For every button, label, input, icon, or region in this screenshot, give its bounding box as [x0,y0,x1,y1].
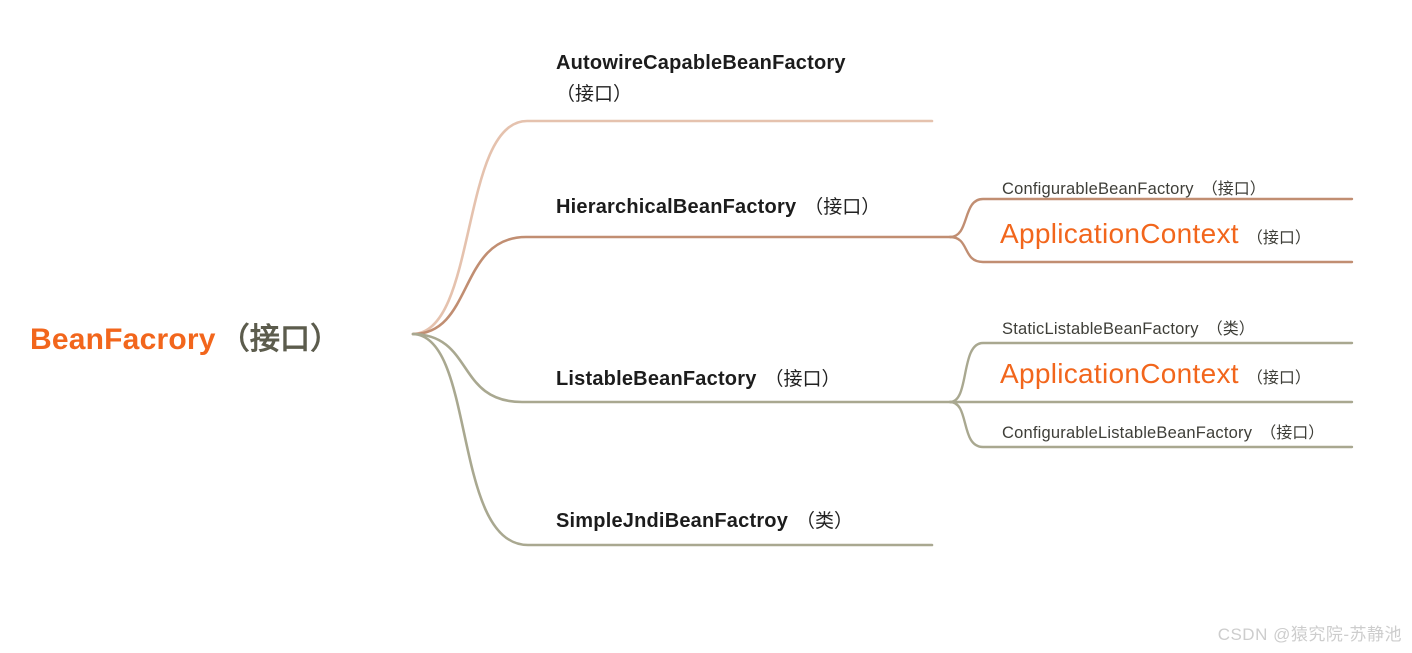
node-autowire-capable-bean-factory: AutowireCapableBeanFactory （接口） [556,52,846,106]
node-application-context-1: ApplicationContext （接口） [1000,218,1311,250]
node-configurable-bean-factory: ConfigurableBeanFactory （接口） [1002,175,1266,199]
node-root: BeanFacrory（接口） [30,314,340,358]
node-label: ListableBeanFactory [556,368,757,390]
edge-listable-staticlistable [948,341,1354,404]
node-suffix: （接口） [1246,370,1311,387]
edge-listable-configlistable [948,400,1354,449]
node-static-listable-bean-factory: StaticListableBeanFactory （类） [1002,315,1255,339]
node-label: ApplicationContext [1000,218,1239,249]
node-suffix: （类） [1206,321,1255,338]
node-root-label: BeanFacrory [30,323,216,356]
node-label: StaticListableBeanFactory [1002,320,1199,338]
node-suffix: （类） [796,511,854,532]
node-suffix: （接口） [764,369,841,390]
edge-root-autowire [411,119,934,336]
node-suffix: （接口） [1246,230,1311,247]
edge-root-hierarchical [411,235,952,336]
node-suffix: （接口） [1260,425,1325,442]
node-hierarchical-bean-factory: HierarchicalBeanFactory （接口） [556,192,880,219]
node-simple-jndi-bean-factroy: SimpleJndiBeanFactroy （类） [556,506,853,533]
node-listable-bean-factory: ListableBeanFactory （接口） [556,364,841,391]
edge-root-simplejndi [411,332,934,547]
node-label: AutowireCapableBeanFactory [556,52,846,74]
node-label: HierarchicalBeanFactory [556,196,797,218]
edge-hierarchical-configurable [948,197,1354,239]
csdn-watermark: CSDN @猿究院-苏静池 [1217,625,1402,644]
node-label: ConfigurableBeanFactory [1002,180,1194,198]
edge-hierarchical-appcontext [948,235,1354,264]
node-label: ApplicationContext [1000,358,1239,389]
node-suffix: （接口） [1201,181,1266,198]
node-label: SimpleJndiBeanFactroy [556,510,789,532]
node-suffix: （接口） [556,84,633,105]
node-suffix: （接口） [804,197,881,218]
node-configurable-listable-bean-factory: ConfigurableListableBeanFactory （接口） [1002,419,1324,443]
node-application-context-2: ApplicationContext （接口） [1000,358,1311,390]
node-root-suffix: （接口） [219,323,341,356]
node-label: ConfigurableListableBeanFactory [1002,424,1253,442]
edge-root-listable [411,332,952,404]
